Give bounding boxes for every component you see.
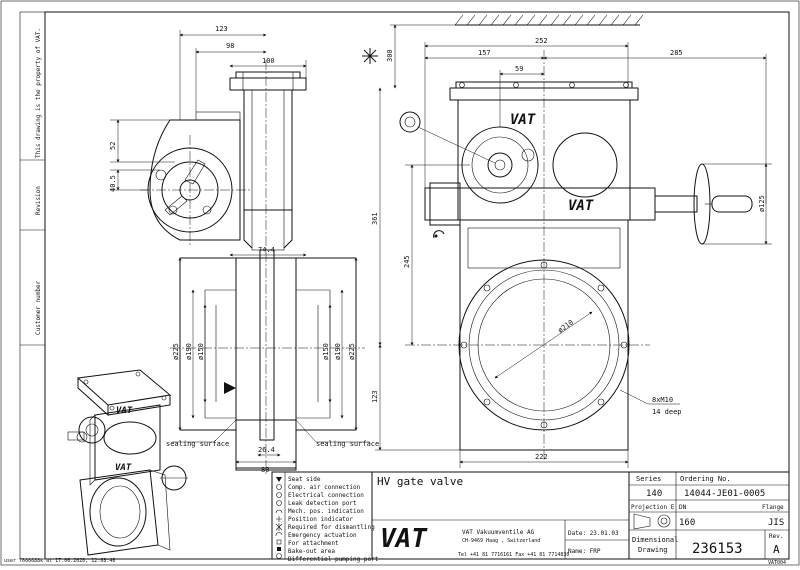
iso-logo-mid: VAT bbox=[115, 463, 132, 473]
dim-40-5: 40.5 bbox=[109, 175, 117, 192]
dn-value: 160 bbox=[679, 518, 695, 528]
projection-label: Projection E bbox=[631, 504, 675, 511]
dim-phi190-right: ø190 bbox=[334, 343, 342, 360]
drawing-author: Name: FRP bbox=[568, 548, 601, 555]
ordering-label: Ordering No. bbox=[680, 475, 731, 483]
title-block: HV gate valve VAT VAT Vakuumventile AG C… bbox=[371, 471, 790, 566]
flange-value: JIS bbox=[768, 518, 784, 528]
drawing-title: HV gate valve bbox=[377, 475, 463, 488]
dim-245: 245 bbox=[403, 255, 411, 268]
legend-item: Comp. air connection bbox=[288, 484, 361, 491]
projection-symbol-icon bbox=[633, 513, 671, 530]
legend: Seat side Comp. air connection Electrica… bbox=[271, 471, 379, 563]
dim-100: 100 bbox=[262, 57, 275, 65]
bake-out-icon bbox=[277, 547, 281, 551]
seat-side-icon bbox=[276, 477, 282, 482]
legend-item: For attachment bbox=[288, 540, 339, 547]
dim-phi150-left: ø150 bbox=[197, 343, 205, 360]
drawing-number: 236153 bbox=[692, 541, 743, 557]
iso-logo-top: VAT bbox=[116, 406, 133, 416]
customer-number-label: Customer number bbox=[35, 280, 42, 335]
air-connection-icon bbox=[276, 484, 282, 490]
dim-phi225-right: ø225 bbox=[348, 343, 356, 360]
dim-phi150-right: ø150 bbox=[322, 343, 330, 360]
dismantling-asterisk-icon bbox=[362, 48, 378, 64]
emergency-actuation-icon bbox=[433, 230, 445, 239]
dim-300: 300 bbox=[386, 49, 394, 62]
front-view bbox=[140, 60, 365, 475]
sealing-surface-right: sealing surface bbox=[316, 440, 379, 448]
dim-59: 59 bbox=[515, 65, 523, 73]
leak-detection-icon bbox=[276, 500, 282, 506]
company-phone: Tel +41 81 7716161 Fax +41 81 7714830 bbox=[458, 552, 569, 558]
legend-item: Position indicator bbox=[288, 516, 353, 523]
dim-252: 252 bbox=[535, 37, 548, 45]
holes-spec-2: 14 deep bbox=[652, 408, 682, 416]
dim-123-side: 123 bbox=[371, 390, 379, 403]
mech-position-icon bbox=[275, 509, 283, 514]
dim-26-4: 26.4 bbox=[258, 446, 275, 454]
series-label: Series bbox=[636, 475, 661, 483]
legend-item: Seat side bbox=[288, 476, 321, 483]
position-indicator-icon bbox=[276, 516, 282, 522]
revision-label: Revision bbox=[35, 186, 42, 215]
front-view-dimensions: 123 98 100 52 40.5 74.4 26.4 80 ø225 ø19… bbox=[109, 25, 379, 474]
dismantling-icon bbox=[275, 523, 283, 531]
rev-label: Rev. bbox=[769, 533, 783, 540]
dimensional-label: Dimensional bbox=[632, 536, 678, 544]
dim-phi210: ø210 bbox=[557, 318, 575, 334]
drawing-label: Drawing bbox=[638, 546, 668, 554]
electrical-connection-icon bbox=[276, 492, 282, 498]
company-logo: VAT bbox=[380, 524, 428, 554]
dim-80: 80 bbox=[261, 466, 269, 474]
dim-52: 52 bbox=[109, 142, 117, 150]
shaft-logo: VAT bbox=[568, 198, 594, 214]
series-value: 140 bbox=[646, 489, 662, 499]
flange-label: Flange bbox=[762, 504, 784, 511]
dim-98: 98 bbox=[226, 42, 234, 50]
property-notice: This drawing is the property of VAT. bbox=[35, 28, 42, 158]
bonnet-logo: VAT bbox=[510, 112, 536, 128]
dn-label: DN bbox=[679, 504, 687, 511]
dim-123-top: 123 bbox=[215, 25, 228, 33]
emergency-icon bbox=[275, 532, 283, 537]
attachment-icon bbox=[276, 539, 282, 545]
legend-item: Electrical connection bbox=[288, 492, 364, 499]
company-address: CH-9469 Haag , Switzerland bbox=[462, 538, 540, 544]
dim-74-4: 74.4 bbox=[258, 246, 275, 254]
dim-phi225-left: ø225 bbox=[172, 343, 180, 360]
dim-phi190-left: ø190 bbox=[185, 343, 193, 360]
differential-pumping-icon bbox=[276, 553, 282, 559]
legend-item: Required for dismantling bbox=[288, 524, 375, 531]
dim-phi125: ø125 bbox=[758, 195, 766, 212]
margin-strip bbox=[19, 11, 46, 560]
legend-item: Mech. pos. indication bbox=[288, 508, 364, 515]
corner-code: VAT004 bbox=[768, 560, 786, 566]
legend-item: Differential pumping port bbox=[288, 556, 379, 563]
side-view-dimensions: 300 252 157 59 285 361 245 123 ø210 ø125… bbox=[371, 24, 772, 468]
legend-item: Leak detection port bbox=[288, 500, 357, 507]
dim-361: 361 bbox=[371, 212, 379, 225]
dim-157: 157 bbox=[478, 49, 491, 57]
drawing-date: Date: 23.01.03 bbox=[568, 530, 619, 537]
rev-value: A bbox=[773, 543, 780, 556]
sealing-surface-left: sealing surface bbox=[166, 440, 229, 448]
holes-spec-1: 8xM10 bbox=[652, 396, 673, 404]
legend-item: Bake-out area bbox=[288, 548, 335, 555]
legend-item: Emergency actuation bbox=[288, 532, 357, 539]
isometric-view: VAT VAT bbox=[67, 369, 188, 556]
dim-222: 222 bbox=[535, 453, 548, 461]
ordering-value: 14044-JE01-0005 bbox=[684, 489, 765, 499]
side-view: VAT VAT bbox=[399, 14, 753, 460]
company-name: VAT Vakuumventile AG bbox=[462, 529, 535, 536]
plot-stamp: user 7666688k at 17.06.2020, 12:08:46 bbox=[4, 558, 115, 564]
dim-285: 285 bbox=[670, 49, 683, 57]
